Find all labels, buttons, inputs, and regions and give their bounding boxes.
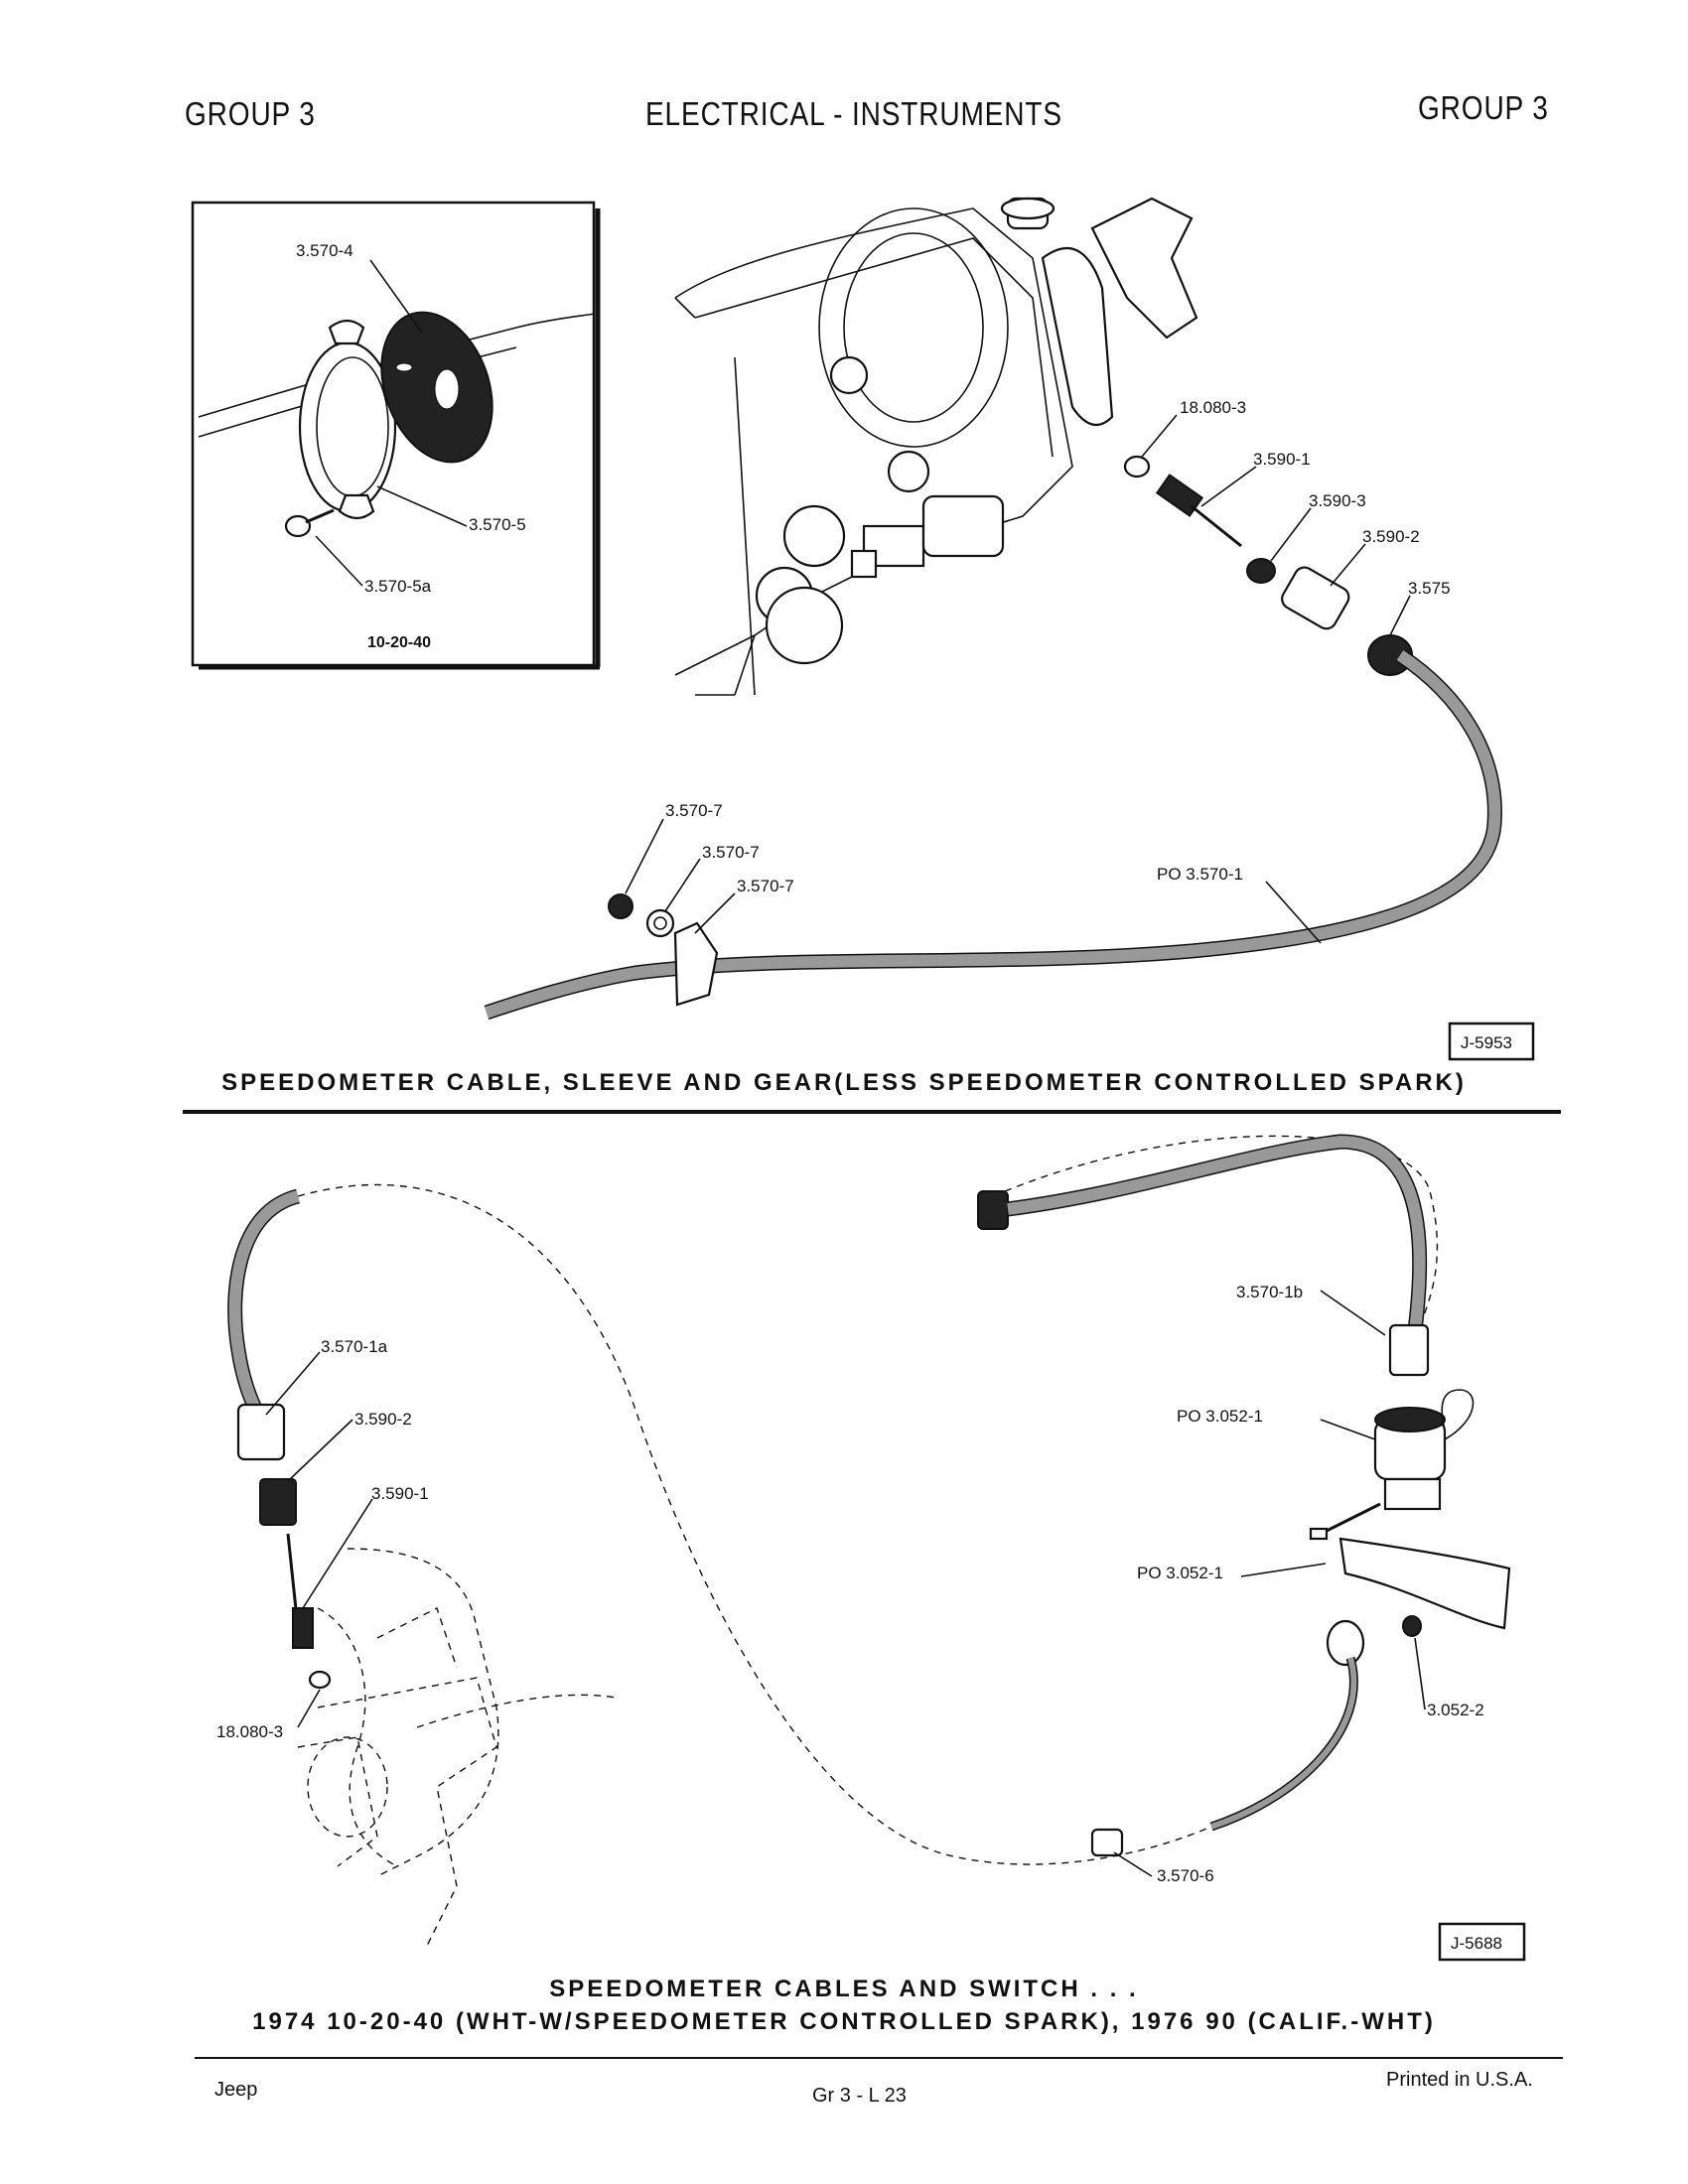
label-18080-3-b: 18.080-3 bbox=[216, 1722, 283, 1741]
label-3570-7-washer: 3.570-7 bbox=[702, 843, 760, 862]
label-3590-2: 3.590-2 bbox=[1362, 527, 1420, 546]
inset-model: 10-20-40 bbox=[367, 634, 431, 651]
label-po-3052-1-bracket: PO 3.052-1 bbox=[1137, 1564, 1223, 1582]
label-3570-4: 3.570-4 bbox=[296, 241, 353, 260]
engine-block-sketch bbox=[297, 1607, 497, 1947]
ref-top: J-5953 bbox=[1461, 1033, 1512, 1052]
label-3052-2: 3.052-2 bbox=[1427, 1701, 1484, 1719]
divider-bottom bbox=[195, 2057, 1563, 2059]
footer-left: Jeep bbox=[214, 2079, 258, 2101]
footer-page: Gr 3 - L 23 bbox=[812, 2085, 907, 2107]
drive-parts bbox=[1123, 455, 1413, 676]
label-3570-1b: 3.570-1b bbox=[1236, 1283, 1303, 1301]
speedometer-cable-left bbox=[227, 1188, 332, 1690]
label-18080-3: 18.080-3 bbox=[1180, 398, 1246, 417]
label-3590-2-b: 3.590-2 bbox=[354, 1410, 412, 1429]
label-3570-7-clip: 3.570-7 bbox=[737, 877, 794, 895]
header-title: ELECTRICAL - INSTRUMENTS bbox=[645, 95, 1062, 132]
caption-top: SPEEDOMETER CABLE, SLEEVE AND GEAR(LESS … bbox=[221, 1069, 1467, 1096]
speed-switch bbox=[1309, 1389, 1511, 1630]
caption-bottom-line2: 1974 10-20-40 (WHT-W/SPEEDOMETER CONTROL… bbox=[252, 2008, 1436, 2035]
ref-bottom: J-5688 bbox=[1451, 1934, 1502, 1953]
ref-box-top bbox=[1448, 1022, 1535, 1061]
inset-diagram: 3.570-4 3.570-5 3.570-5a 10-20-40 bbox=[191, 201, 601, 670]
screw-icon bbox=[284, 508, 335, 538]
label-3570-7-nut: 3.570-7 bbox=[665, 801, 723, 820]
footer-right: Printed in U.S.A. bbox=[1386, 2069, 1533, 2091]
lower-cable-right bbox=[1090, 1615, 1422, 1857]
label-3570-5a: 3.570-5a bbox=[364, 577, 432, 596]
header-left: GROUP 3 bbox=[185, 95, 316, 132]
cable-routing-dashed bbox=[297, 1135, 1439, 1877]
label-3570-1a: 3.570-1a bbox=[321, 1337, 388, 1356]
caption-bottom-line1: SPEEDOMETER CABLES AND SWITCH . . . bbox=[549, 1976, 1139, 2002]
label-po-3570-1: PO 3.570-1 bbox=[1157, 865, 1243, 884]
header-right: GROUP 3 bbox=[1418, 89, 1549, 126]
label-3570-5: 3.570-5 bbox=[469, 515, 526, 534]
label-3570-6: 3.570-6 bbox=[1157, 1866, 1214, 1885]
label-po-3052-1-switch: PO 3.052-1 bbox=[1177, 1407, 1263, 1426]
label-3590-3: 3.590-3 bbox=[1309, 491, 1366, 510]
ref-box-bottom bbox=[1438, 1922, 1526, 1962]
label-3575: 3.575 bbox=[1408, 579, 1451, 598]
divider-top bbox=[183, 1110, 1561, 1114]
speedometer-cable-right bbox=[977, 1134, 1430, 1377]
label-3590-1-b: 3.590-1 bbox=[371, 1484, 429, 1503]
speedometer-cable-top bbox=[484, 648, 1502, 1021]
transfer-case-drawing bbox=[674, 197, 1198, 696]
label-3590-1: 3.590-1 bbox=[1253, 450, 1311, 469]
